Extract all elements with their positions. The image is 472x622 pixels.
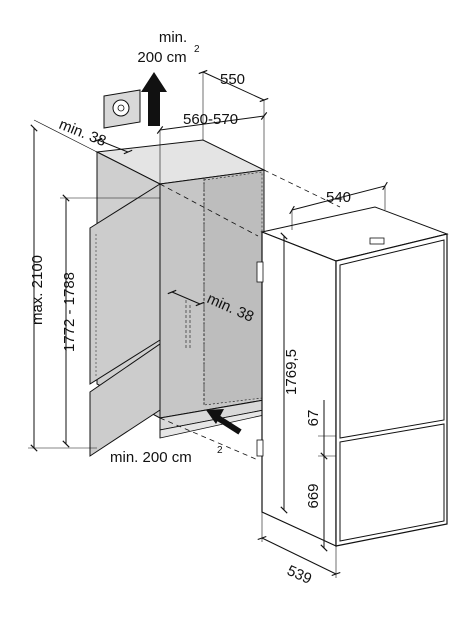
- niche-height-max-label: max. 2100: [29, 255, 46, 325]
- airflow-up-arrow-icon: [141, 72, 167, 126]
- dimension-lines: [28, 69, 388, 578]
- door-gap-label: 67: [305, 410, 322, 427]
- niche-depth-label: 550: [220, 71, 245, 88]
- appliance-height-label: 1769,5: [283, 349, 300, 395]
- niche-width-label: 560-570: [183, 111, 238, 128]
- appliance-depth-label: 539: [284, 562, 314, 588]
- appliance-width-label: 540: [326, 189, 351, 206]
- top-vent-label-line1: min.: [159, 29, 187, 46]
- top-vent-label-sup: 2: [194, 44, 200, 55]
- bottom-vent-label-sup: 2: [217, 445, 223, 456]
- niche-height-range-label: 1772 - 1788: [61, 272, 78, 352]
- furniture-door-lower: [89, 343, 161, 457]
- bottom-vent-label: min. 200 cm: [110, 449, 192, 466]
- appliance-fridge: [256, 206, 449, 547]
- top-vent-label-line2: 200 cm: [137, 49, 186, 66]
- lower-door-height-label: 669: [305, 483, 322, 508]
- furniture-door-upper: [89, 183, 161, 385]
- dimension-labels: min. 200 cm 2 550 560-570 min. 38 max. 2…: [29, 29, 351, 588]
- vent-grille-icon: [103, 89, 141, 129]
- airflow-in-arrow-icon: [206, 409, 242, 435]
